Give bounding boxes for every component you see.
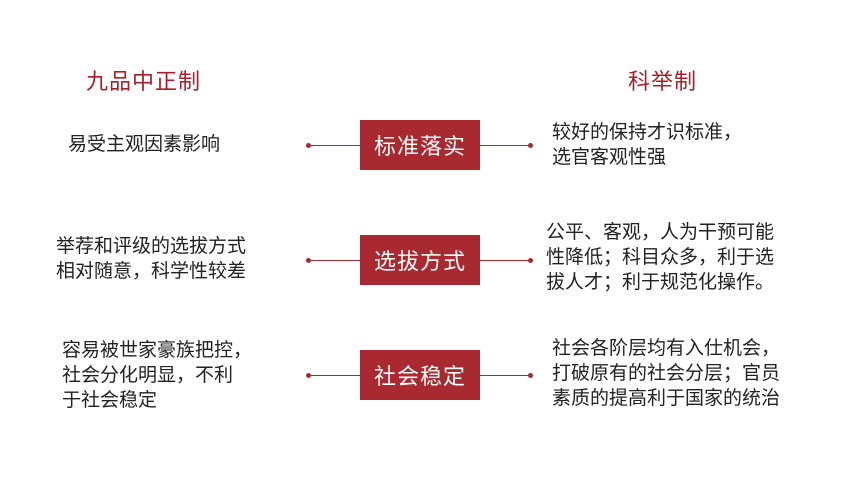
row2-right-line: 拔人才；利于规范化操作。 [546, 271, 775, 293]
row3-right-line: 社会各阶层均有入仕机会， [552, 337, 781, 359]
row3-left-line: 容易被世家豪族把控， [62, 339, 253, 361]
row3-left-line: 社会分化明显，不利 [62, 364, 234, 386]
row2-left-dot [306, 258, 311, 263]
row1-right-line: 较好的保持才识标准， [552, 121, 743, 143]
right-column-title: 科举制 [628, 70, 698, 95]
row3-left-line: 于社会稳定 [62, 389, 158, 411]
row1-right-text: 较好的保持才识标准， 选官客观性强 [552, 120, 742, 170]
row2-right-dot [528, 258, 533, 263]
row2-right-line: 公平、客观，人为干预可能 [546, 221, 775, 243]
left-column-title: 九品中正制 [86, 70, 202, 95]
row1-right-line: 选官客观性强 [552, 146, 667, 168]
row1-right-connector [480, 145, 530, 146]
row3-left-connector [309, 375, 360, 376]
row1-left-line: 易受主观因素影响 [68, 133, 221, 155]
row3-left-text: 容易被世家豪族把控， 社会分化明显，不利 于社会稳定 [62, 338, 252, 413]
row3-right-line: 打破原有的社会分层；官员 [552, 362, 781, 384]
row1-label-box: 标准落实 [360, 120, 480, 170]
row3-right-line: 素质的提高利于国家的统治 [552, 387, 781, 409]
row3-right-dot [528, 373, 533, 378]
row3-left-dot [306, 373, 311, 378]
row2-left-line: 相对随意，科学性较差 [56, 260, 247, 282]
row1-right-dot [528, 143, 533, 148]
row2-label-box: 选拔方式 [360, 235, 480, 285]
row1-left-connector [309, 145, 360, 146]
row1-left-text: 易受主观因素影响 [68, 132, 220, 157]
row2-left-line: 举荐和评级的选拔方式 [56, 235, 247, 257]
row2-left-connector [309, 260, 360, 261]
row3-right-text: 社会各阶层均有入仕机会， 打破原有的社会分层；官员 素质的提高利于国家的统治 [552, 336, 780, 411]
row2-right-connector [480, 260, 530, 261]
row2-right-text: 公平、客观，人为干预可能 性降低；科目众多，利于选 拔人才；利于规范化操作。 [546, 220, 774, 295]
row2-right-line: 性降低；科目众多，利于选 [546, 246, 775, 268]
row3-label-box: 社会稳定 [360, 350, 480, 400]
row2-left-text: 举荐和评级的选拔方式 相对随意，科学性较差 [56, 234, 246, 284]
row3-right-connector [480, 375, 530, 376]
row1-left-dot [306, 143, 311, 148]
